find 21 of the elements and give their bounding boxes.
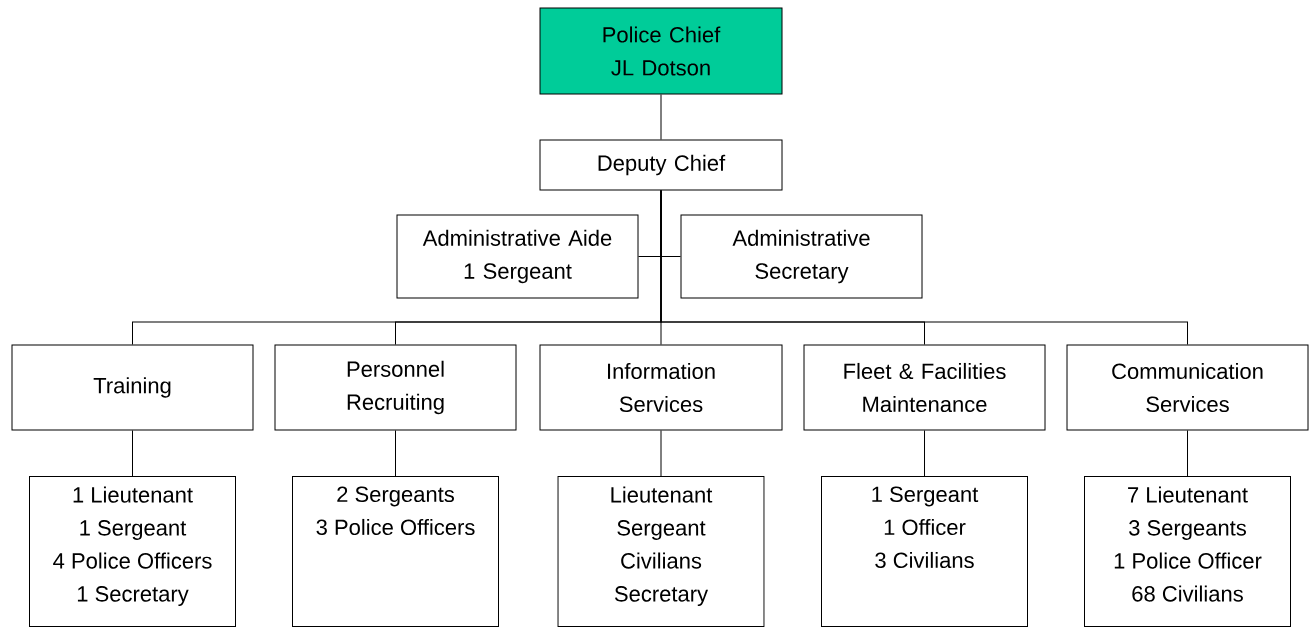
staff-box: 1 Lieutenant 1 Sergeant 4 Police Officers 1 Secretary	[29, 476, 236, 627]
connector-line	[1187, 430, 1188, 477]
org-box: Administrative Aide 1 Sergeant	[396, 214, 639, 299]
connector-line	[132, 430, 133, 477]
org-box: Training	[11, 344, 254, 431]
staff-box: 1 Sergeant 1 Officer 3 Civilians	[821, 476, 1028, 627]
connector-line	[660, 430, 662, 477]
connector-line	[660, 190, 1188, 345]
org-box: Deputy Chief	[539, 139, 783, 191]
org-box: Personnel Recruiting	[274, 344, 517, 431]
connector-line	[924, 430, 925, 477]
connector-line	[660, 94, 662, 140]
org-box: Communication Services	[1066, 344, 1309, 431]
staff-box: 2 Sergeants 3 Police Officers	[292, 476, 499, 627]
staff-box: 7 Lieutenant 3 Sergeants 1 Police Officer 68 Civilians	[1084, 476, 1291, 627]
org-box: Administrative Secretary	[680, 214, 923, 299]
org-box: Fleet & Facilities Maintenance	[803, 344, 1046, 431]
staff-box: Lieutenant Sergeant Civilians Secretary	[557, 476, 765, 627]
org-box: Information Services	[539, 344, 783, 431]
chief-box: Police Chief JL Dotson	[539, 7, 783, 95]
connector-line	[395, 430, 396, 477]
